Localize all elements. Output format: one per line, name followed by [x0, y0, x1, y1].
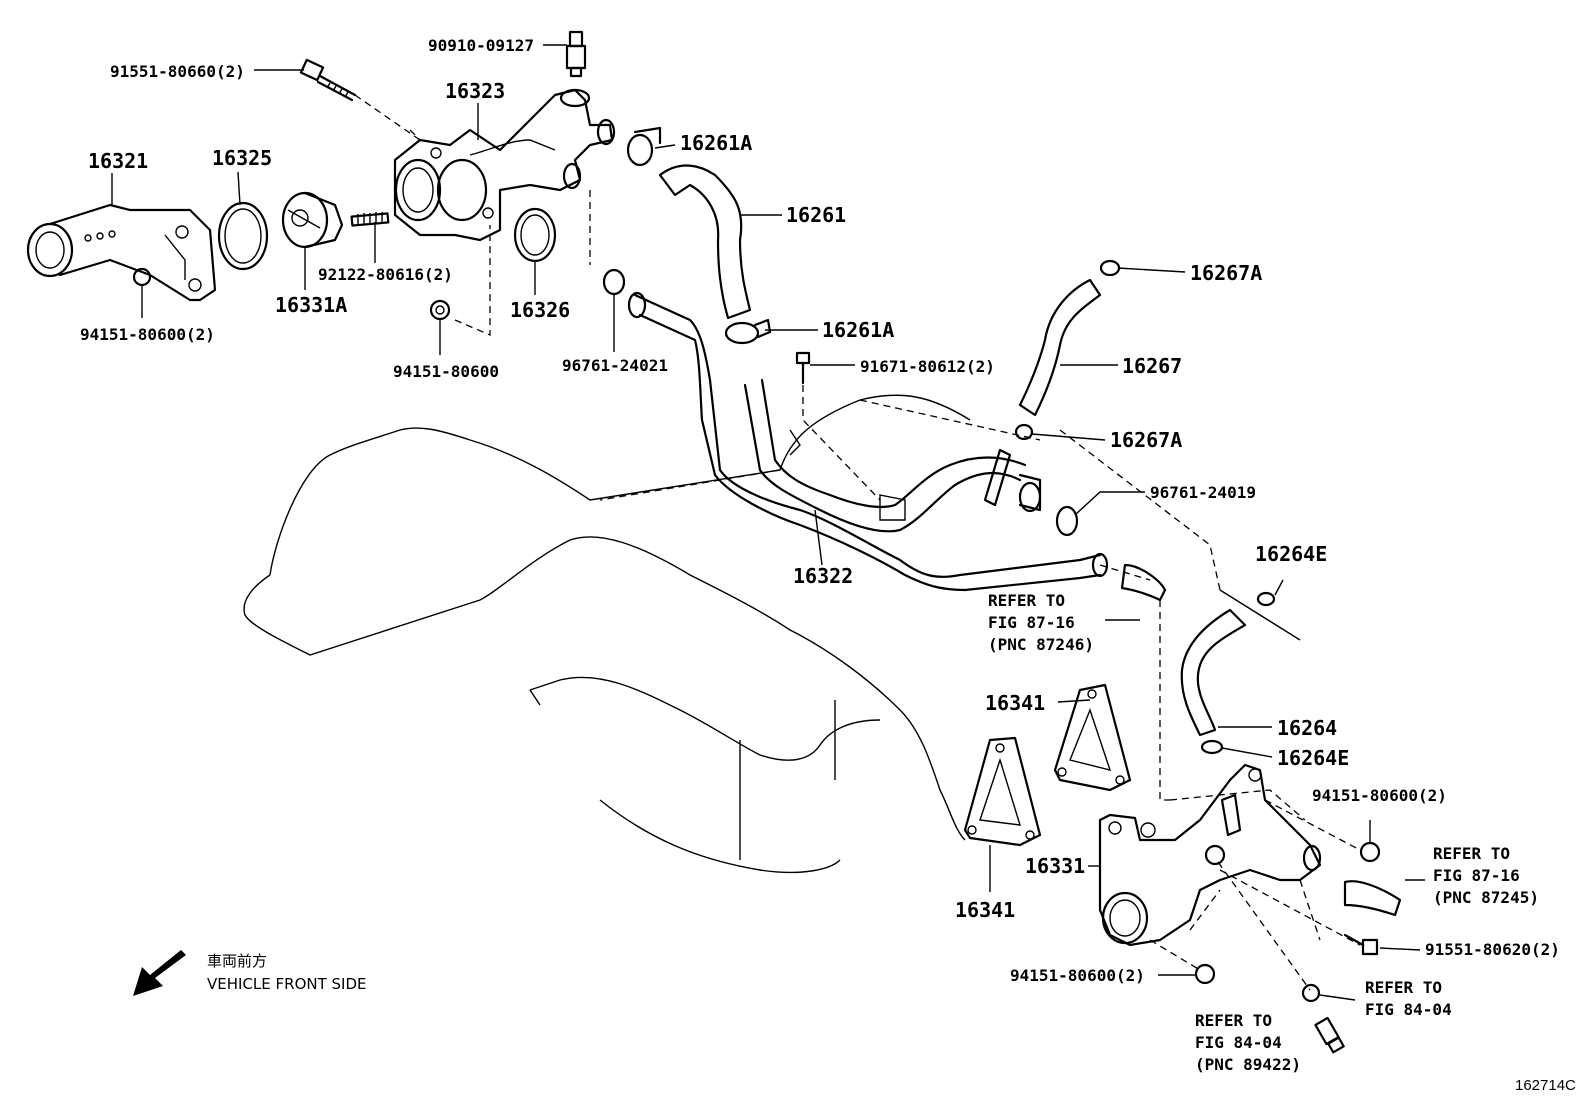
thermostat-16331A — [281, 191, 344, 249]
gasket-16341-top — [1053, 683, 1132, 792]
hose-16267 — [1018, 278, 1102, 417]
label-16341-bot: 16341 — [955, 898, 1015, 922]
label-91671-80612: 91671-80612(2) — [860, 357, 995, 376]
ref-89422-line2: FIG 84-04 — [1195, 1033, 1282, 1052]
engine-outline — [243, 394, 1301, 874]
pipe-16322 — [627, 291, 1109, 592]
clamp-16267A-top — [1099, 259, 1121, 277]
ref-8404-line1: REFER TO — [1365, 978, 1442, 997]
front-label-jp: 車両前方 — [207, 952, 267, 970]
gasket-16326 — [513, 207, 557, 263]
label-16326: 16326 — [510, 298, 570, 322]
ref-note-89422: REFER TO FIG 84-04 (PNC 89422) — [1195, 1011, 1301, 1074]
gasket-16341-bot — [963, 736, 1042, 847]
water-inlet-16323 — [393, 88, 616, 242]
ref-89422-line3: (PNC 89422) — [1195, 1055, 1301, 1074]
label-94151-80600: 94151-80600 — [393, 362, 499, 381]
label-91551-80660: 91551-80660(2) — [110, 62, 245, 81]
label-16331A: 16331A — [275, 293, 347, 317]
front-arrow-icon — [133, 950, 186, 996]
leader-lines — [111, 44, 1425, 1001]
figure-id: 162714C — [1515, 1077, 1576, 1094]
label-16264E-bot: 16264E — [1277, 746, 1349, 770]
label-94151-80600-2c: 94151-80600(2) — [1010, 966, 1145, 985]
nut-94151-80600-b — [1359, 841, 1381, 863]
ref-87246-line3: (PNC 87246) — [988, 635, 1094, 654]
plug-90910-09127 — [565, 30, 587, 78]
stud-92122-80616 — [350, 212, 390, 227]
sensor-ref-89422 — [1314, 1016, 1345, 1054]
ref-note-8404: REFER TO FIG 84-04 — [1365, 978, 1452, 1019]
ref-note-87246: REFER TO FIG 87-16 (PNC 87246) — [988, 591, 1094, 654]
ref-87246-line1: REFER TO — [988, 591, 1065, 610]
gasket-ref-8404 — [1301, 983, 1321, 1003]
nut-94151-80600-c — [1194, 963, 1216, 985]
bolt-91551-80660 — [299, 58, 357, 102]
label-16264: 16264 — [1277, 716, 1337, 740]
clamp-16267A-bot — [1014, 423, 1034, 441]
label-16261A-mid: 16261A — [822, 318, 894, 342]
label-16321: 16321 — [88, 149, 148, 173]
water-outlet-16331 — [1098, 763, 1322, 947]
nut-94151-80600 — [429, 299, 451, 321]
label-91551-80620: 91551-80620(2) — [1425, 940, 1560, 959]
label-16261A-top: 16261A — [680, 131, 752, 155]
label-16341-top: 16341 — [985, 691, 1045, 715]
ref-89422-line1: REFER TO — [1195, 1011, 1272, 1030]
label-16331: 16331 — [1025, 854, 1085, 878]
hose-16264 — [1180, 608, 1247, 737]
label-92122-80616: 92122-80616(2) — [318, 265, 453, 284]
bolt-91551-80620 — [1343, 933, 1379, 956]
clamp-16264E-bot — [1200, 739, 1224, 755]
ref-87245-line2: FIG 87-16 — [1433, 866, 1520, 885]
label-94151-80600-2b: 94151-80600(2) — [1312, 786, 1447, 805]
hose-ref-87245 — [1343, 880, 1402, 917]
label-16323: 16323 — [445, 79, 505, 103]
label-96761-24019: 96761-24019 — [1150, 483, 1256, 502]
label-16325: 16325 — [212, 146, 272, 170]
ref-8404-line2: FIG 84-04 — [1365, 1000, 1452, 1019]
water-outlet-16321 — [26, 203, 217, 302]
label-16322: 16322 — [793, 564, 853, 588]
o-ring-96761-24021 — [602, 268, 626, 296]
label-90910-09127: 90910-09127 — [428, 36, 534, 55]
bolt-91671-80612 — [795, 351, 811, 385]
ref-87245-line1: REFER TO — [1433, 844, 1510, 863]
ref-87245-line3: (PNC 87245) — [1433, 888, 1539, 907]
o-ring-96761-24019 — [1055, 505, 1079, 537]
label-16267A-bot: 16267A — [1110, 428, 1182, 452]
label-16267: 16267 — [1122, 354, 1182, 378]
clamp-16261A-top — [626, 126, 662, 167]
front-label-en: VEHICLE FRONT SIDE — [207, 975, 367, 993]
label-16264E-top: 16264E — [1255, 542, 1327, 566]
ref-note-87245: REFER TO FIG 87-16 (PNC 87245) — [1433, 844, 1539, 907]
clamp-16264E-top — [1256, 591, 1276, 607]
label-96761-24021: 96761-24021 — [562, 356, 668, 375]
gasket-16325 — [217, 201, 269, 271]
label-94151-80600-2a: 94151-80600(2) — [80, 325, 215, 344]
ref-87246-line2: FIG 87-16 — [988, 613, 1075, 632]
label-16267A-top: 16267A — [1190, 261, 1262, 285]
hose-ref-87246 — [1120, 563, 1167, 602]
label-16261: 16261 — [786, 203, 846, 227]
hose-16261 — [658, 164, 752, 320]
clamp-16261A-mid — [724, 318, 772, 345]
